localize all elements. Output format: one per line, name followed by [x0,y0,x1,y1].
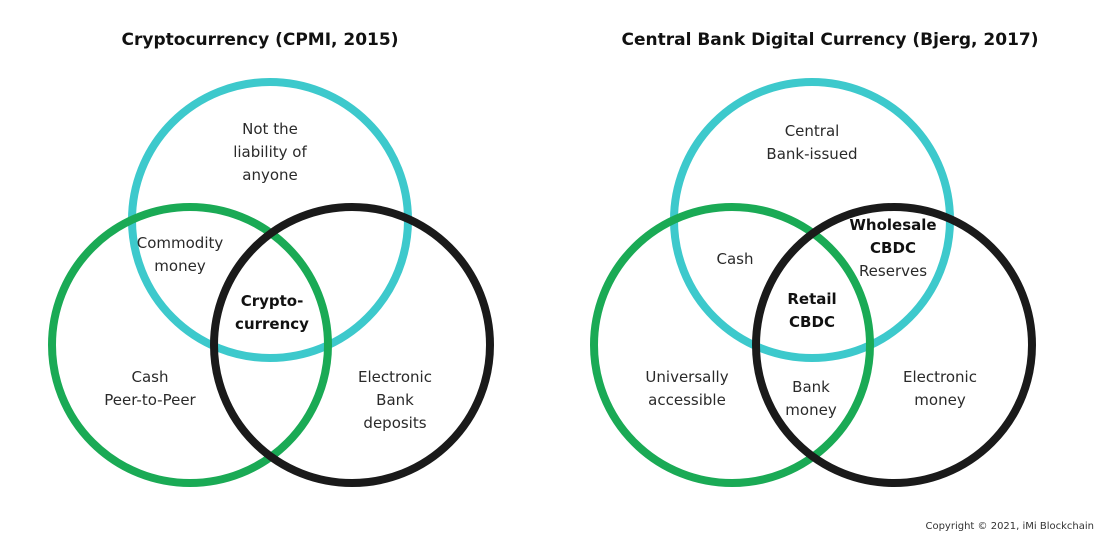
left-label-center: Crypto- currency [235,292,309,333]
copyright-text: Copyright © 2021, iMi Blockchain [925,521,1094,532]
right-label-top: Central Bank-issued [766,122,858,163]
right-label-top-left: Cash [716,250,754,268]
left-circle-black [210,203,494,487]
left-diagram-title: Cryptocurrency (CPMI, 2015) [121,30,399,50]
right-label-top-right: Reserves [858,262,928,280]
left-label-right: Electronic Bank deposits [358,368,432,432]
left-label-top: Not the liability of anyone [233,120,307,184]
right-label-left: Universally accessible [645,368,729,409]
left-label-top-left: Commodity money [136,234,224,275]
left-label-left: Cash Peer-to-Peer [104,368,196,409]
right-circle-green [590,203,874,487]
right-label-top-right-bold: Wholesale CBDC [849,216,937,257]
left-circle-green [48,203,332,487]
right-circle-black [752,203,1036,487]
right-diagram-title: Central Bank Digital Currency (Bjerg, 20… [621,30,1039,50]
right-label-center: Retail CBDC [787,290,837,331]
right-label-bottom: Bank money [785,378,837,419]
right-label-right: Electronic money [903,368,977,409]
